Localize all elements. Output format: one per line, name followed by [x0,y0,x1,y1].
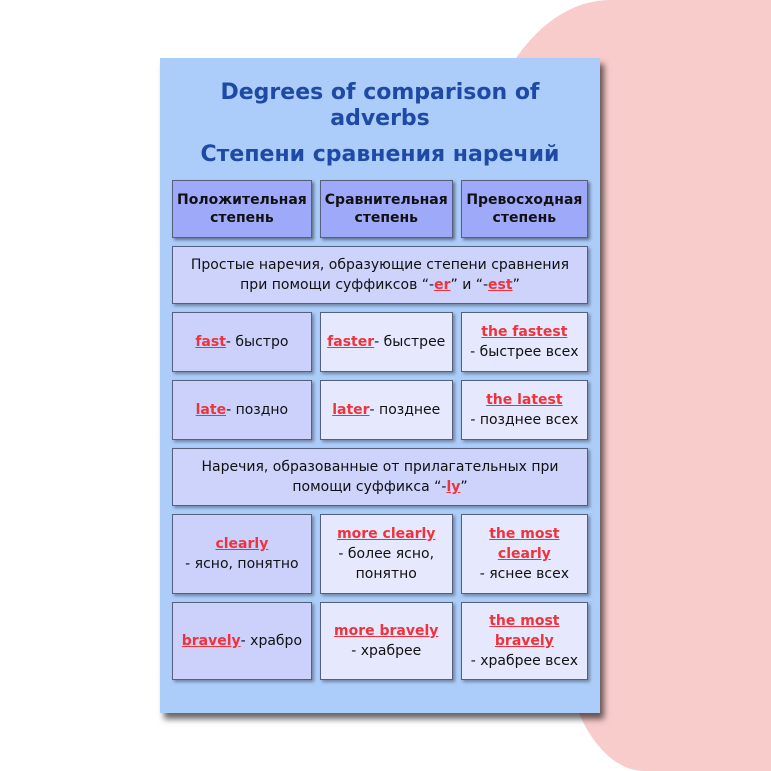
adverb: more bravely [334,623,439,639]
header-comparative: Сравнительная степень [319,180,453,238]
adverb: the most bravely [489,613,560,649]
title-english: Degrees of comparison of adverbs [220,80,540,131]
poster: Degrees of comparison of adverbs Степени… [160,58,600,713]
header-superlative: Превосходная степень [460,180,588,238]
section-text: ” [460,479,468,495]
translation: - быстрее [374,334,446,350]
translation: - храбро [240,633,303,649]
translation: - яснее всех [479,566,569,582]
translation: - ясно, понятно [185,556,299,572]
translation: - храбрее всех [470,653,578,669]
adverb: clearly [215,536,269,552]
section-ly-adverbs: Наречия, образованные от прилагательных … [172,448,588,506]
cell: clearly - ясно, понятно [172,514,312,594]
cell: later - позднее [319,380,453,440]
section-text: Наречия, образованные от прилагательных … [201,459,559,495]
cell: bravely - храбро [172,602,312,680]
suffix-est: est [488,277,513,293]
cell: the fastest - быстрее всех [460,312,588,372]
comparison-table: Положительная степень Сравнительная степ… [172,180,588,680]
cell: more clearly - более ясно, понятно [319,514,453,594]
adverb: the latest [486,392,563,408]
translation: - более ясно, понятно [338,546,435,582]
cell: the most bravely - храбрее всех [460,602,588,680]
cell: more bravely - храбрее [319,602,453,680]
adverb: fast [195,334,226,350]
header-positive: Положительная степень [172,180,312,238]
adverb: later [332,402,370,418]
translation: - быстро [225,334,289,350]
translation: - быстрее всех [470,344,579,360]
section-simple-adverbs: Простые наречия, образующие степени срав… [172,246,588,304]
title-russian: Степени сравнения наречий [200,142,560,167]
section-text: ” и “- [450,277,489,293]
cell: fast - быстро [172,312,312,372]
adverb: the fastest [481,324,568,340]
cell: the most clearly - яснее всех [460,514,588,594]
translation: - позднее всех [470,412,579,428]
adverb: late [195,402,227,418]
translation: - поздно [226,402,289,418]
translation: - позднее [369,402,441,418]
cell: late - поздно [172,380,312,440]
translation: - храбрее [351,643,422,659]
suffix-er: er [434,277,451,293]
section-text: Простые наречия, образующие степени срав… [190,257,570,293]
cell: faster - быстрее [319,312,453,372]
adverb: more clearly [337,526,436,542]
cell: the latest - позднее всех [460,380,588,440]
adverb: the most clearly [489,526,560,562]
adverb: faster [327,334,375,350]
suffix-ly: ly [446,479,461,495]
adverb: bravely [181,633,241,649]
section-text: ” [512,277,520,293]
